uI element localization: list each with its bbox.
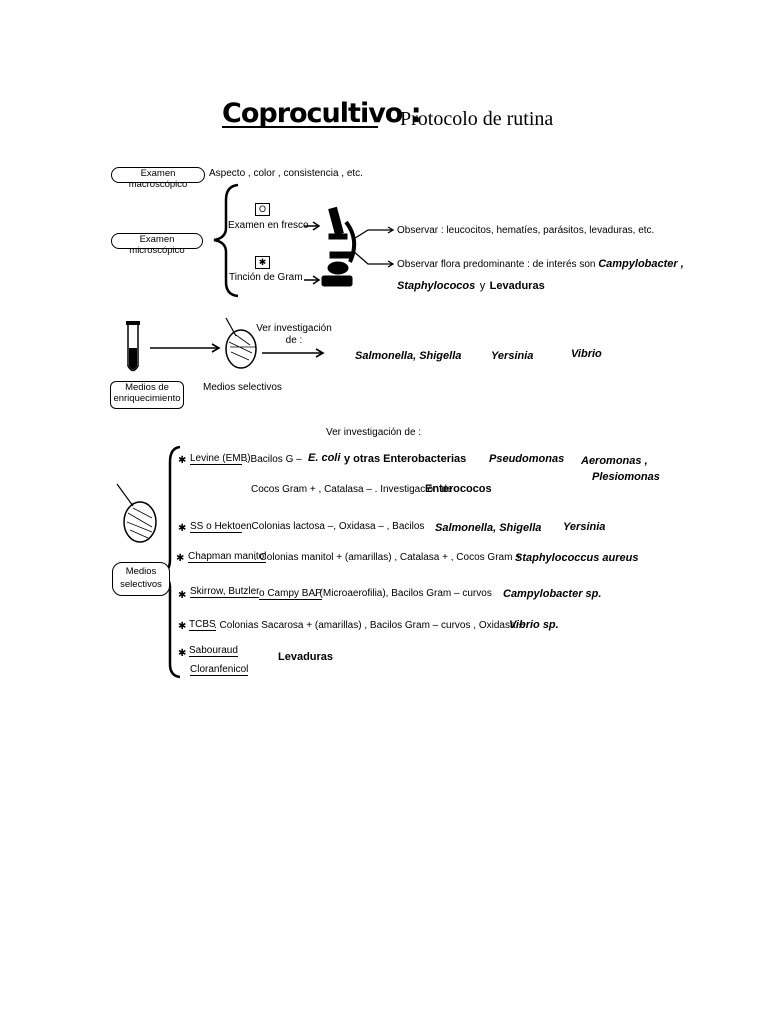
gram-symbol: ✱ xyxy=(255,256,270,269)
org-levaduras: Levaduras xyxy=(489,280,545,292)
petri-dish-selective-icon xyxy=(116,483,157,543)
medium-chapman: Chapman manitol xyxy=(188,551,267,563)
org-ecoli: E. coli xyxy=(308,452,341,464)
row-desc: . (Microaerofilia), Bacilos Gram – curvo… xyxy=(314,588,492,599)
org-yersinia: Yersinia xyxy=(491,350,534,362)
row-star: ✱ xyxy=(178,621,187,632)
org-staphylococos: Staphylococos xyxy=(397,280,476,292)
row-star: ✱ xyxy=(176,553,185,564)
medium-sabouraud: Sabouraud xyxy=(189,645,238,657)
org-staph-aureus: Staphylococcus aureus xyxy=(515,552,639,564)
org-campylobacter: Campylobacter , xyxy=(598,258,684,270)
medium-skirrow: Skirrow, Butzler xyxy=(190,586,260,598)
row-star: ✱ xyxy=(178,523,187,534)
row-desc: . Colonias manitol + (amarillas) , Catal… xyxy=(254,552,522,563)
row-desc: . Bacilos G – xyxy=(245,454,302,465)
org-salmonella-shigella-3: Salmonella, Shigella xyxy=(435,522,542,534)
medium-tcbs: TCBS xyxy=(189,619,216,631)
gram-label: Tinción de Gram xyxy=(229,272,303,283)
medium-cloranfenicol: Cloranfenicol xyxy=(190,664,249,676)
observe-cells: Observar : leucocitos, hematíes, parásit… xyxy=(397,225,655,236)
org-campylobacter-sp: Campylobacter sp. xyxy=(503,588,602,600)
test-tube-icon xyxy=(126,321,140,372)
page-title: Coprocultivo : xyxy=(222,98,422,129)
org-plesiomonas: Plesiomonas xyxy=(592,471,660,483)
micro-exam-box: Examen microscópico xyxy=(111,233,203,256)
enrichment-box: Medios de enriquecimiento xyxy=(110,381,184,409)
arrow-to-plate xyxy=(150,343,221,353)
ver-investigacion-2: Ver investigación de : xyxy=(256,323,332,346)
macro-exam-box: Examen macroscópico xyxy=(111,167,205,190)
observe-flora-line2: Staphylococos y Levaduras xyxy=(397,276,545,294)
org-aeromonas: Aeromonas , xyxy=(581,455,648,467)
petri-dish-icon xyxy=(225,317,257,369)
fresco-label: Examen en fresco xyxy=(228,220,309,231)
arrow-gram xyxy=(304,275,321,285)
row-star: ✱ xyxy=(178,648,187,659)
arrow-fresco xyxy=(304,221,321,231)
page-subtitle: Protocolo de rutina xyxy=(400,108,554,130)
selective-media-box: Medios selectivos xyxy=(112,562,170,596)
observe-branch xyxy=(351,226,395,268)
org-levaduras-3: Levaduras xyxy=(278,651,334,663)
medium-levine: Levine (EMB) xyxy=(190,453,251,465)
macro-description: Aspecto , color , consistencia , etc. xyxy=(209,168,363,179)
org-vibrio: Vibrio xyxy=(571,348,602,360)
org-enterobacterias: y otras Enterobacterias xyxy=(344,453,467,465)
org-enterococos: Enterococos xyxy=(425,483,492,495)
ver-investigacion-3: Ver investigación de : xyxy=(326,427,422,438)
conj-y: y xyxy=(479,280,486,292)
observe-flora: Observar flora predominante : de interés… xyxy=(397,258,684,270)
microscope-icon xyxy=(321,206,357,287)
row-star: ✱ xyxy=(178,590,187,601)
row-star: ✱ xyxy=(178,455,187,466)
row-desc: . Colonias lactosa –, Oxidasa – , Bacilo… xyxy=(246,521,425,532)
arrow-to-investigation xyxy=(262,348,325,358)
selective-media-label: Medios selectivos xyxy=(203,382,282,393)
org-salmonella-shigella: Salmonella, Shigella xyxy=(355,350,462,362)
observe-flora-text: Observar flora predominante : de interés… xyxy=(397,259,596,270)
row-desc: . Colonias Sacarosa + (amarillas) , Baci… xyxy=(214,620,525,631)
row-desc: Cocos Gram + , Catalasa – . Investigació… xyxy=(251,484,453,495)
org-pseudomonas: Pseudomonas xyxy=(489,453,565,465)
medium-campy-bap: o Campy BAP xyxy=(259,588,322,600)
medium-ss-hektoen: SS o Hektoen xyxy=(190,521,252,533)
fresco-symbol: O xyxy=(255,203,270,216)
org-yersinia-3: Yersinia xyxy=(563,521,606,533)
brace-microscopic xyxy=(213,183,239,298)
org-vibrio-sp: Vibrio sp. xyxy=(509,619,559,631)
